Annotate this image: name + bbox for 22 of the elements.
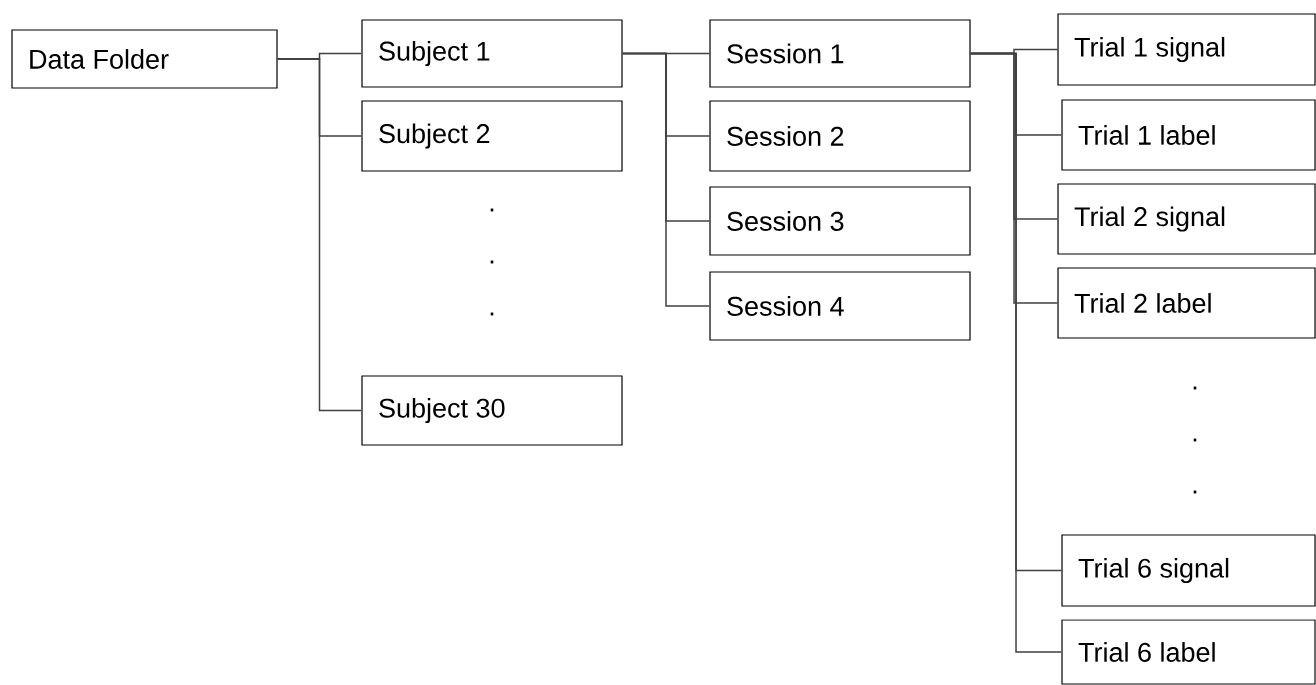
folder-box: Trial 2 label	[1057, 267, 1316, 339]
folder-box: Session 4	[709, 271, 971, 341]
folder-box: Session 3	[709, 186, 971, 256]
ellipsis-dot: .	[1193, 438, 1197, 442]
folder-box: Subject 2	[361, 100, 623, 172]
ellipsis-dot: .	[1193, 386, 1197, 390]
folder-box: Trial 6 label	[1061, 619, 1316, 685]
folder-box: Session 1	[709, 19, 971, 88]
ellipsis-dot: .	[1193, 490, 1197, 494]
folder-box: Subject 30	[361, 375, 623, 446]
folder-box: Data Folder	[11, 29, 278, 89]
folder-box: Subject 1	[361, 19, 623, 88]
connector-line	[276, 58, 363, 412]
ellipsis-dot: .	[490, 208, 494, 212]
folder-box: Trial 6 signal	[1061, 534, 1316, 607]
folder-box: Trial 1 signal	[1057, 13, 1316, 86]
folder-box: Trial 2 signal	[1057, 183, 1316, 255]
connector-line	[621, 52, 711, 307]
ellipsis-dot: .	[490, 260, 494, 264]
folder-box: Session 2	[709, 100, 971, 172]
ellipsis-dot: .	[490, 312, 494, 316]
folder-box: Trial 1 label	[1061, 99, 1316, 171]
